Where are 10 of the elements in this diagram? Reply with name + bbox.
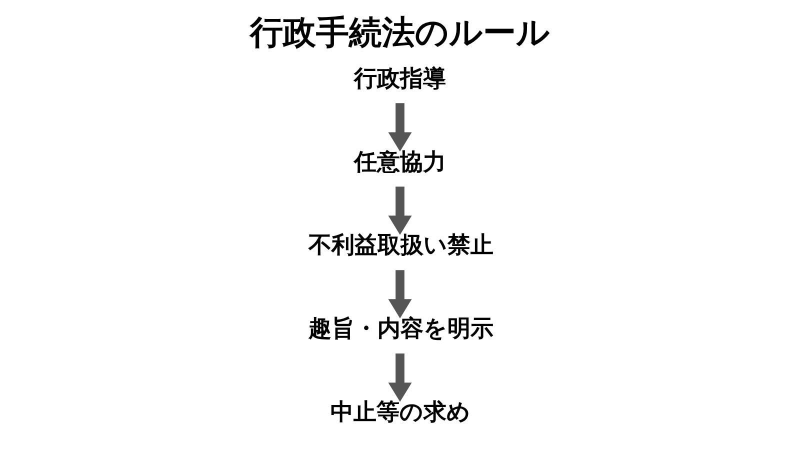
node-text: 不利益取扱い禁止 <box>308 232 494 259</box>
node-text: 趣旨・内容を明示 <box>308 316 494 342</box>
arrow <box>388 186 412 235</box>
arrow <box>388 270 412 318</box>
node-text: 任意協力 <box>354 149 446 176</box>
node-text: 行政指導 <box>354 66 446 92</box>
diagram-title: 行政手続法のルール <box>250 12 550 52</box>
arrow <box>388 354 412 402</box>
node-text: 中止等の求め <box>330 400 470 426</box>
arrow <box>388 103 412 152</box>
